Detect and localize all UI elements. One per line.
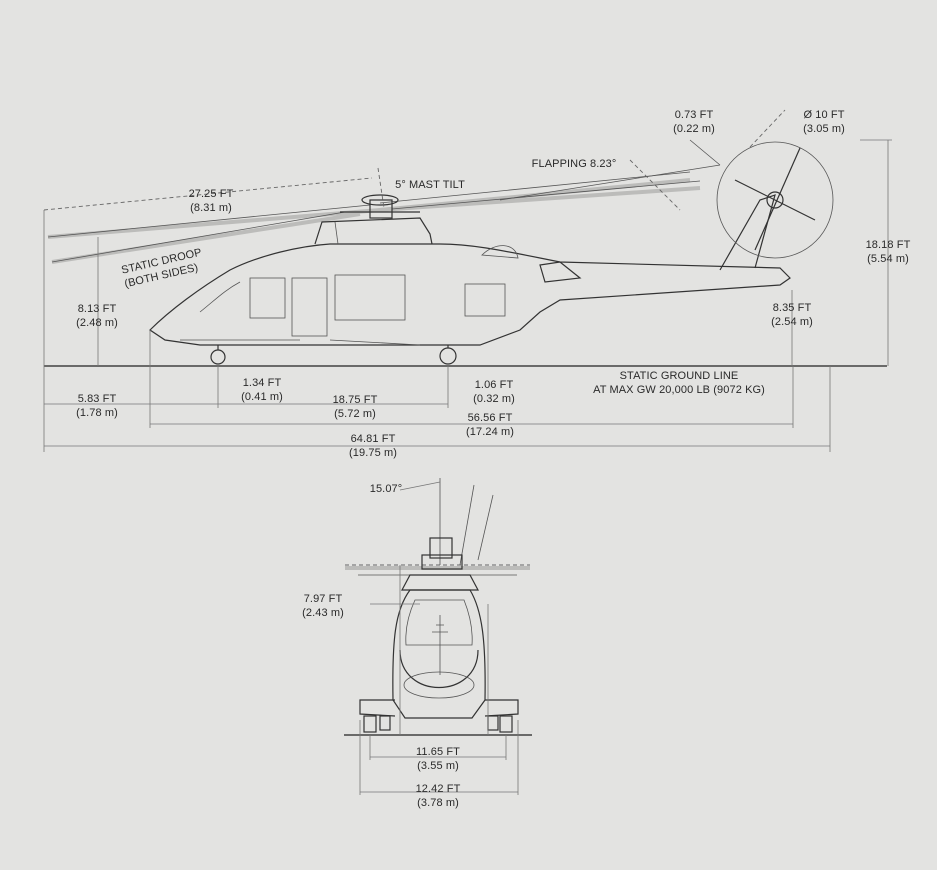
dim-m: (2.54 m) — [771, 316, 813, 328]
tail-rotor-blade-dim: 0.73 FT (0.22 m) — [673, 108, 715, 136]
dim-ft: 7.97 FT — [303, 593, 343, 605]
nose-wheel — [210, 349, 226, 365]
dim-m: (2.48 m) — [76, 317, 118, 329]
track-dim: 11.65 FT (3.55 m) — [416, 745, 460, 773]
dim-m: (8.31 m) — [190, 202, 232, 214]
tail-height-dim: 8.35 FT (2.54 m) — [771, 301, 813, 329]
dim-ft: 27.25 FT — [188, 188, 234, 200]
rotor-radius-dim: 27.25 FT (8.31 m) — [189, 187, 234, 215]
dim-m: (3.78 m) — [417, 797, 459, 809]
dim-m: (1.78 m) — [76, 407, 118, 419]
label-text: FLAPPING 8.23° — [531, 158, 617, 170]
dim-ft: 0.73 FT — [674, 109, 714, 121]
overall-length-dim: 64.81 FT (19.75 m) — [349, 432, 397, 460]
dim-ft: Ø 10 FT — [803, 109, 845, 121]
dim-m: (17.24 m) — [466, 426, 514, 438]
label-text: 15.07° — [369, 483, 403, 495]
dim-ft: 1.06 FT — [474, 379, 514, 391]
dim-m: (0.32 m) — [473, 393, 515, 405]
dim-ft: 8.13 FT — [77, 303, 117, 315]
side-view-drawing — [43, 109, 892, 452]
dim-ft: 64.81 FT — [350, 433, 396, 445]
front-fuselage — [392, 589, 486, 719]
dim-ft: 1.34 FT — [242, 377, 282, 389]
dim-m: (19.75 m) — [349, 447, 397, 459]
dim-ft: 12.42 FT — [415, 783, 461, 795]
mast-tilt-label: 5° MAST TILT — [395, 178, 465, 192]
side-dimension-lines — [43, 139, 892, 452]
nose-gear-dim: 1.34 FT (0.41 m) — [241, 376, 283, 404]
dim-m: (5.54 m) — [867, 253, 909, 265]
dim-ft: 8.35 FT — [772, 302, 812, 314]
dim-ft: 18.75 FT — [332, 394, 378, 406]
fuselage-side — [149, 141, 834, 365]
wheelbase-dim: 18.75 FT (5.72 m) — [333, 393, 378, 421]
front-dimension-lines — [359, 481, 519, 795]
main-rotor-blur — [43, 171, 701, 264]
ground-line-label: STATIC GROUND LINE AT MAX GW 20,000 LB (… — [593, 369, 765, 397]
dim-m: (3.55 m) — [417, 760, 459, 772]
front-view-drawing — [344, 478, 532, 795]
label-text: STATIC GROUND LINE — [619, 370, 739, 382]
flapping-label: FLAPPING 8.23° — [532, 157, 617, 171]
dim-ft: 56.56 FT — [467, 412, 513, 424]
main-wheel — [439, 347, 457, 365]
fuselage-length-dim: 56.56 FT (17.24 m) — [466, 411, 514, 439]
droop-height-dim: 8.13 FT (2.48 m) — [76, 302, 118, 330]
tilt-angle-label: 15.07° — [370, 482, 403, 496]
tail-rotor-diameter-dim: Ø 10 FT (3.05 m) — [803, 108, 845, 136]
width-dim: 12.42 FT (3.78 m) — [416, 782, 461, 810]
flapping-line — [499, 164, 721, 201]
dim-m: (5.72 m) — [334, 408, 376, 420]
main-gear-dim: 1.06 FT (0.32 m) — [473, 378, 515, 406]
dim-m: (0.22 m) — [673, 123, 715, 135]
label-text: 5° MAST TILT — [395, 179, 465, 191]
dim-m: (0.41 m) — [241, 391, 283, 403]
tail-rotor-disc — [716, 141, 834, 259]
dim-m: (3.05 m) — [803, 123, 845, 135]
height-total-dim: 18.18 FT (5.54 m) — [866, 238, 911, 266]
label-subtext: AT MAX GW 20,000 LB (9072 KG) — [593, 384, 765, 396]
dim-m: (2.43 m) — [302, 607, 344, 619]
nose-offset-dim: 5.83 FT (1.78 m) — [76, 392, 118, 420]
dim-ft: 11.65 FT — [415, 746, 461, 758]
dim-ft: 5.83 FT — [77, 393, 117, 405]
dim-ft: 18.18 FT — [865, 239, 911, 251]
front-height-dim: 7.97 FT (2.43 m) — [302, 592, 344, 620]
